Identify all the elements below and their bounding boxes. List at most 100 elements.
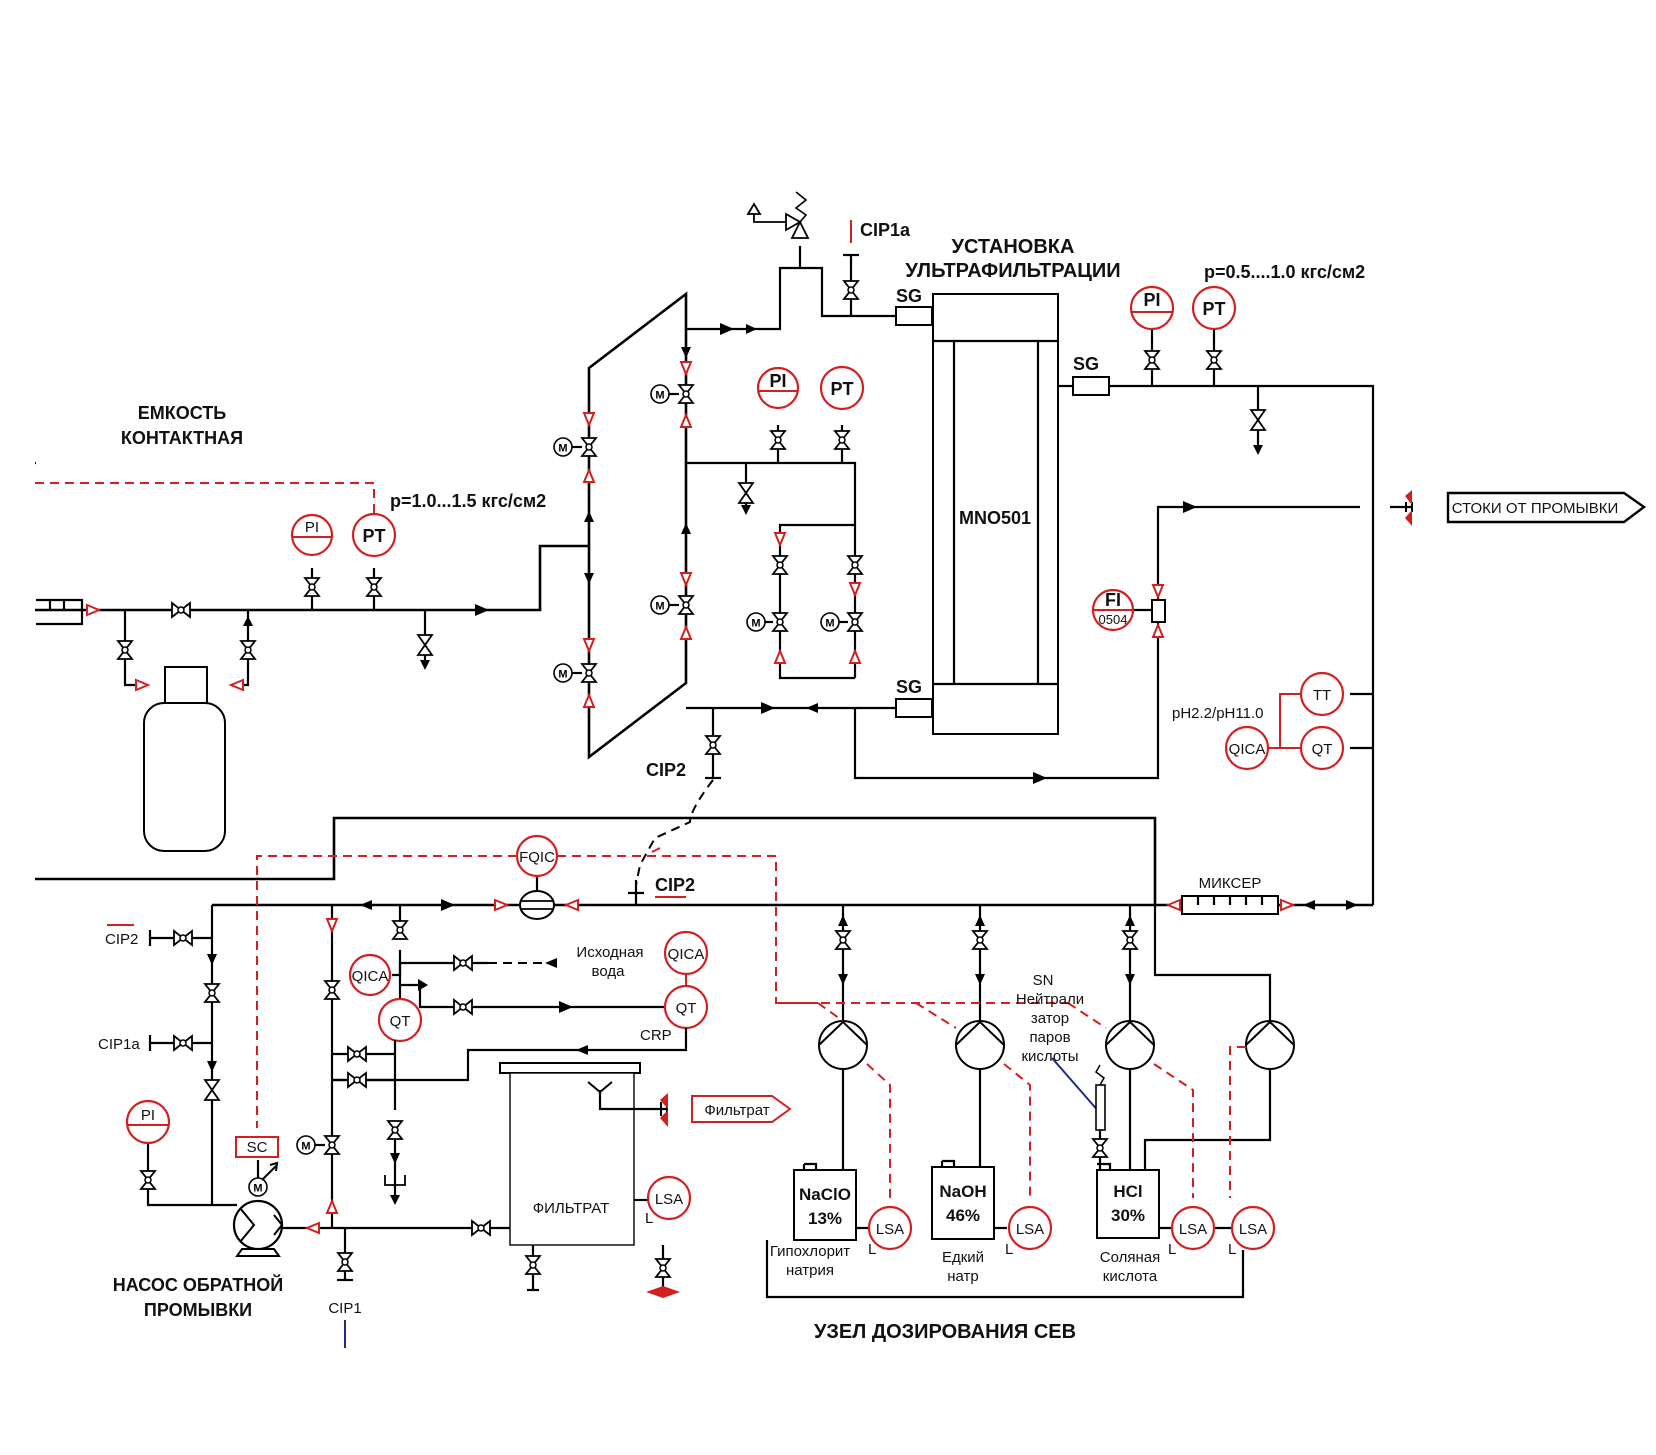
qt-1-analyzer: QT	[377, 997, 423, 1043]
contact-tank-section: PI PT р=1.0...1.5 кгс/см2 ЕМКОСТЬ КОНТАК…	[35, 403, 589, 852]
qica-1-controller: QICA	[348, 953, 392, 997]
backwash-title-1: НАСОС ОБРАТНОЙ	[113, 1274, 284, 1295]
svg-text:QT: QT	[390, 1013, 411, 1030]
cip1a-top-label: CIP1a	[860, 220, 911, 240]
crp-label: CRP	[640, 1027, 672, 1044]
svg-text:HCl: HCl	[1113, 1182, 1142, 1201]
relief-vent: CIP1a	[746, 191, 911, 316]
ph-range-label: pH2.2/pH11.0	[1172, 705, 1263, 722]
svg-text:PI: PI	[305, 519, 319, 536]
pt-outlet-transmitter: PT	[1191, 285, 1237, 331]
source-water-section: Исходная вода QICA QT QICA QT CRP	[332, 905, 709, 1205]
backwash-title-2: ПРОМЫВКИ	[144, 1300, 252, 1320]
sg-label-1: SG	[896, 286, 922, 306]
svg-text:QT: QT	[676, 1000, 697, 1017]
acid-vapor-neutralizer: SN Нейтрали затор паров кислоты	[1016, 972, 1108, 1170]
sg-label-2: SG	[1073, 354, 1099, 374]
mixer: МИКСЕР	[1181, 875, 1279, 915]
contact-tank-title-2: КОНТАКТНАЯ	[121, 428, 243, 448]
pt-mid-transmitter: PT	[819, 365, 865, 411]
pt-inlet-transmitter: PT	[351, 512, 397, 558]
tank-naoh: NaOH 46%	[931, 1159, 995, 1240]
filtrate-tank-label: ФИЛЬТРАТ	[533, 1200, 610, 1217]
chem-name-1a: Гипохлорит	[770, 1243, 850, 1260]
fqic-flow-controller: FQIC	[515, 834, 559, 878]
uf-module: MNO501 SG SG SG УСТАНОВКА УЛЬТРАФИЛЬТРАЦ…	[895, 236, 1121, 735]
cip2-label-b: CIP2	[655, 875, 695, 895]
level-l-3: L	[1168, 1241, 1176, 1258]
qica-2-controller: QICA	[663, 930, 709, 976]
cip2-label-a: CIP2	[646, 760, 686, 780]
level-l-4: L	[1228, 1241, 1236, 1258]
svg-text:Фильтрат: Фильтрат	[704, 1102, 769, 1119]
svg-text:МИКСЕР: МИКСЕР	[1199, 875, 1262, 892]
svg-text:46%: 46%	[946, 1206, 980, 1225]
svg-text:13%: 13%	[808, 1209, 842, 1228]
svg-text:SC: SC	[247, 1139, 268, 1156]
svg-text:PI: PI	[141, 1107, 155, 1124]
backwash-pump-section: CIP2 CIP1a PI SC	[98, 905, 510, 1348]
svg-text:PT: PT	[1202, 299, 1225, 319]
source-water-2: вода	[592, 963, 626, 980]
svg-text:SN: SN	[1033, 972, 1054, 989]
pi-outlet-gauge: PI	[1129, 285, 1175, 331]
qica-ph-controller: QICA	[1224, 725, 1270, 771]
chem-name-3b: кислота	[1103, 1268, 1158, 1285]
tank-naclo: NaClO 13%	[793, 1162, 857, 1241]
svg-text:QICA: QICA	[1229, 741, 1266, 758]
dosing-pump-1	[818, 1020, 868, 1070]
svg-text:LSA: LSA	[1016, 1221, 1044, 1238]
fi-flow-indicator: FI 0504	[1091, 588, 1135, 632]
level-l-filtrate: L	[645, 1210, 653, 1227]
outlet-pressure-label: р=0.5....1.0 кгс/см2	[1204, 262, 1365, 282]
lsa-spare: LSA	[1230, 1205, 1276, 1251]
pi-mid-gauge: PI	[756, 366, 800, 410]
svg-text:LSA: LSA	[1179, 1221, 1207, 1238]
tt-temperature: TT	[1299, 671, 1345, 717]
qt-2-analyzer: QT	[663, 984, 709, 1030]
flow-meter	[519, 890, 555, 920]
svg-text:PT: PT	[830, 379, 853, 399]
dosing-pump-3	[1105, 1020, 1155, 1070]
source-water-1: Исходная	[576, 944, 643, 961]
uf-title-2: УЛЬТРАФИЛЬТРАЦИИ	[905, 260, 1120, 282]
svg-text:PI: PI	[769, 371, 786, 391]
inlet-pressure-label: р=1.0...1.5 кгс/см2	[390, 491, 546, 511]
backwash-header: FQIC CIP2 МИКСЕР	[35, 816, 1373, 1170]
drain-flag: СТОКИ ОТ ПРОМЫВКИ	[1446, 491, 1647, 524]
svg-text:PT: PT	[362, 526, 385, 546]
cip2-left-label: CIP2	[105, 931, 138, 948]
chem-name-2a: Едкий	[942, 1249, 984, 1266]
backwash-pump	[232, 1199, 284, 1257]
qt-ph-analyzer: QT	[1299, 725, 1345, 771]
lsa-hcl: LSA	[1170, 1205, 1216, 1251]
tank-hcl: HCl 30%	[1096, 1162, 1160, 1239]
dosing-title: УЗЕЛ ДОЗИРОВАНИЯ СЕВ	[814, 1321, 1076, 1343]
svg-text:TT: TT	[1313, 687, 1331, 704]
svg-text:QT: QT	[1312, 741, 1333, 758]
svg-text:Нейтрали: Нейтрали	[1016, 991, 1084, 1008]
pi-pump-gauge: PI	[125, 1099, 171, 1145]
outlet-section: PI PT р=0.5....1.0 кгс/см2 FI 0504 СТОКИ…	[853, 262, 1647, 905]
svg-text:0504: 0504	[1099, 612, 1128, 627]
contact-tank-title-1: ЕМКОСТЬ	[138, 403, 227, 423]
svg-text:СТОКИ ОТ ПРОМЫВКИ: СТОКИ ОТ ПРОМЫВКИ	[1452, 500, 1619, 517]
svg-text:MNO501: MNO501	[959, 508, 1031, 528]
svg-text:затор: затор	[1031, 1010, 1069, 1027]
contact-tank	[143, 666, 226, 852]
svg-text:LSA: LSA	[655, 1191, 683, 1208]
valve-manifold: PI PT CIP2	[553, 266, 896, 886]
lsa-filtrate: LSA	[646, 1175, 692, 1221]
lsa-naclo: LSA	[867, 1205, 913, 1251]
sc-speed-controller: SC	[235, 1136, 279, 1158]
filtrate-tank-section: ФИЛЬТРАТ Фильтрат LSA L	[499, 1062, 792, 1298]
svg-text:30%: 30%	[1111, 1206, 1145, 1225]
svg-text:QICA: QICA	[352, 968, 389, 985]
chem-name-1b: натрия	[786, 1262, 834, 1279]
dosing-pump-2	[955, 1020, 1005, 1070]
svg-text:кислоты: кислоты	[1021, 1048, 1078, 1065]
svg-text:FQIC: FQIC	[519, 849, 555, 866]
dosing-unit: NaClO 13% NaOH 46% HCl 30% LSA LSA LSA	[765, 905, 1295, 1343]
lsa-naoh: LSA	[1007, 1205, 1053, 1251]
